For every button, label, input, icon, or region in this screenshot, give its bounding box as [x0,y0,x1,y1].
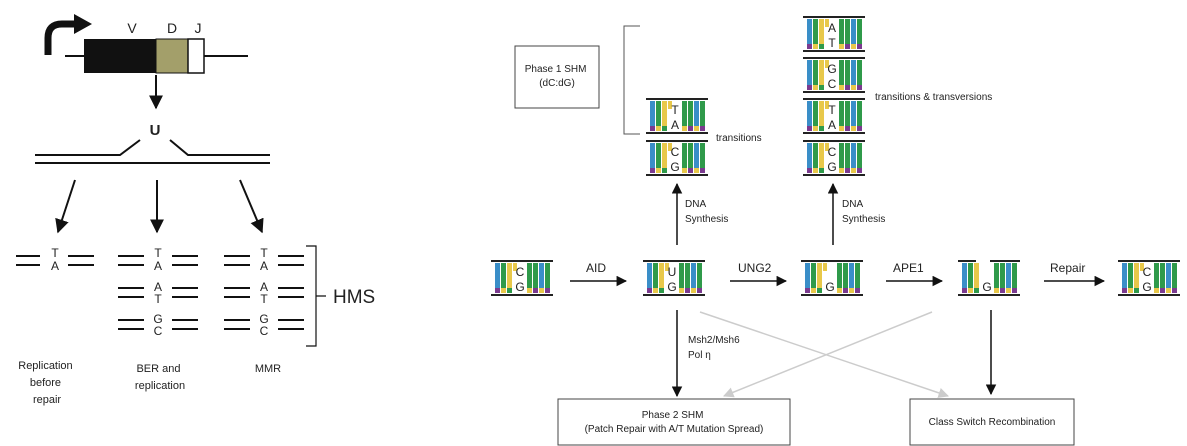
aid-label: AID [586,261,606,275]
svg-text:C: C [516,265,525,279]
ladder-phase1-d: GC [803,58,865,92]
mmr-pair-gc: G C [224,312,304,338]
mmr-pair-ta: T A [224,246,304,273]
svg-text:T: T [51,246,59,260]
repair-label: Repair [1050,261,1085,275]
d-label: D [167,20,177,36]
left-panel: V D J U T A [16,14,375,406]
svg-text:G: G [982,280,991,294]
svg-text:A: A [154,259,162,273]
transitions-transversions-label: transitions & transversions [875,92,992,103]
uracil-label: U [150,122,161,139]
svg-text:T: T [828,36,836,50]
svg-text:A: A [671,118,679,132]
hms-bracket [306,246,326,346]
mmr-outcome: T A A T G C [224,246,304,338]
phase2-box [558,399,790,445]
ber-outcome: T A A T G C [118,246,198,338]
j-segment [188,39,204,73]
svg-text:T: T [154,292,162,306]
svg-text:G: G [670,160,679,174]
svg-text:C: C [1143,265,1152,279]
mmr-label: MMR [255,363,281,375]
csr-box-text: Class Switch Recombination [929,417,1056,428]
svg-text:G: G [515,280,524,294]
d-segment [156,39,188,73]
ladder-phase1-c: AT [803,17,865,51]
ladder-start: CG [491,261,553,295]
svg-text:G: G [827,160,836,174]
ladder-phase1-e: TA [803,99,865,133]
svg-text:C: C [828,145,837,159]
v-segment [84,39,156,73]
svg-text:T: T [154,246,162,260]
transitions-label: transitions [716,133,762,144]
dna-synthesis-label-1: DNA Synthesis [685,199,728,225]
ladder-phase1-b: CG [646,141,708,175]
promoter-arrowhead-icon [74,14,92,34]
svg-text:A: A [828,118,836,132]
j-label: J [195,20,202,36]
svg-text:T: T [260,246,268,260]
replication-label: Replication before repair [18,360,75,406]
svg-text:T: T [260,292,268,306]
ape1-label: APE1 [893,261,924,275]
v-label: V [127,20,137,36]
faint-arrow-to-phase2 [724,312,932,396]
faint-arrow-to-csr [700,312,948,396]
replication-outcome: T A [16,246,94,273]
ladder-aid: UG [643,261,705,295]
svg-text:G: G [825,280,834,294]
mmr-pair-at: A T [224,280,304,306]
svg-text:G: G [1142,280,1151,294]
ber-pair-at: A T [118,280,198,306]
svg-text:G: G [827,62,836,76]
svg-text:A: A [260,259,268,273]
ladder-phase1-f: CG [803,141,865,175]
svg-text:A: A [828,21,836,35]
svg-text:T: T [671,103,679,117]
ber-pair-ta: T A [118,246,198,273]
ladder-ung2: G [801,261,863,295]
right-panel: Phase 1 SHM (dC:dG) transitions transiti… [491,17,1180,445]
svg-text:T: T [828,103,836,117]
phase1-box [515,46,599,108]
phase1-bracket [624,26,640,134]
svg-text:C: C [154,324,163,338]
ladder-phase1-a: TA [646,99,708,133]
svg-text:C: C [260,324,269,338]
dna-synthesis-label-2: DNA Synthesis [842,199,885,225]
ladder-repair: CG [1118,261,1180,295]
ung2-label: UNG2 [738,261,772,275]
svg-text:C: C [671,145,680,159]
ladder-ape1: G [958,261,1020,295]
arrow-mmr [240,180,262,232]
promoter-arrow-icon [48,24,76,55]
ber-label: BER and replication [135,363,185,392]
svg-text:C: C [828,77,837,91]
arrow-replication [58,180,75,232]
dna-bubble [35,140,270,163]
hms-label: HMS [333,287,375,308]
svg-text:A: A [51,259,59,273]
msh-label: Msh2/Msh6 Pol η [688,335,742,361]
svg-text:U: U [668,265,677,279]
svg-text:G: G [667,280,676,294]
ber-pair-gc: G C [118,312,198,338]
